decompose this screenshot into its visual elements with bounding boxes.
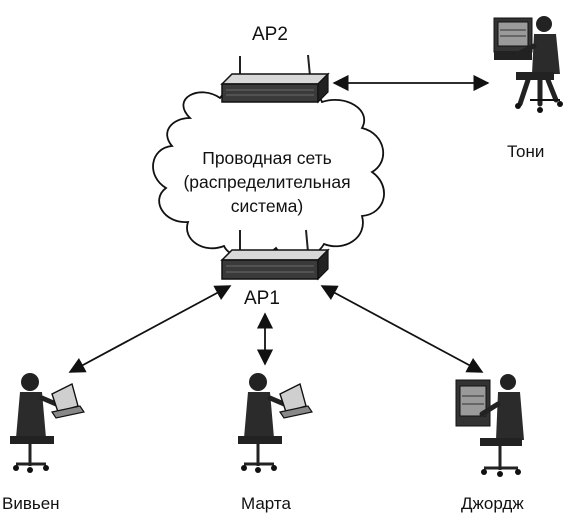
ap2-device — [220, 54, 330, 104]
toni-desktop-user-icon — [493, 16, 563, 113]
ap1-label: AP1 — [244, 288, 280, 309]
marta-laptop-user-icon — [238, 373, 313, 473]
ap1-vivien-link — [68, 285, 232, 373]
network-label-line2: (распределительная — [183, 172, 351, 192]
george-name: Джордж — [461, 494, 524, 513]
ap1-device — [220, 229, 330, 281]
george-desktop-user-icon — [455, 374, 524, 477]
ap2-label: AP2 — [252, 24, 288, 45]
vivien-name: Вивьен — [2, 494, 60, 513]
vivien-laptop-user-icon — [10, 373, 85, 473]
network-label: Проводная сеть (распределительная систем… — [157, 146, 377, 218]
marta-name: Марта — [241, 494, 291, 513]
network-label-line3: система) — [230, 196, 304, 216]
toni-name: Тони — [507, 142, 545, 161]
network-label-line1: Проводная сеть — [202, 148, 332, 168]
ap1-george-link — [320, 285, 484, 373]
